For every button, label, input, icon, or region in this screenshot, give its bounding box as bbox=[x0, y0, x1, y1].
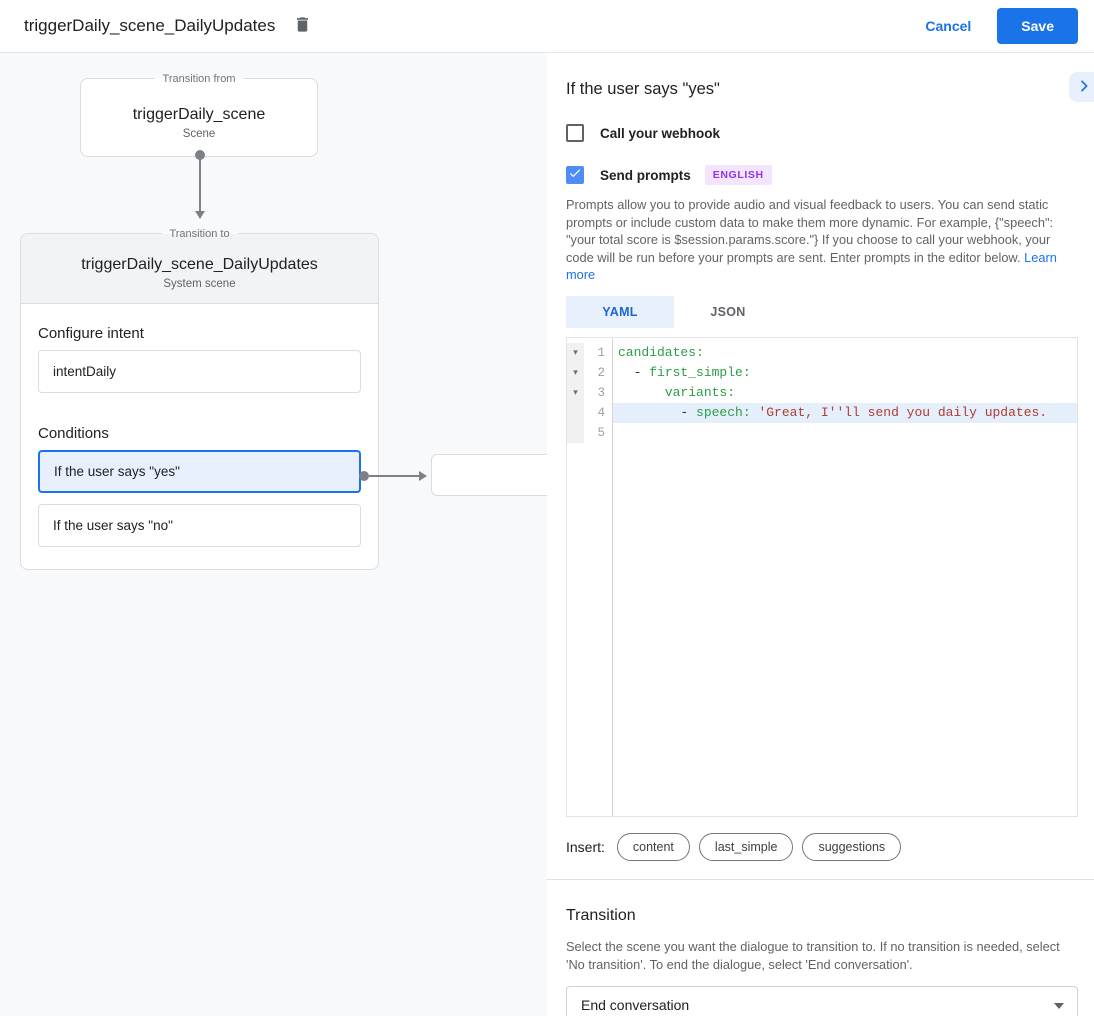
dropdown-caret-icon bbox=[1054, 1003, 1064, 1010]
to-scene-header[interactable]: triggerDaily_scene_DailyUpdates System s… bbox=[21, 234, 378, 304]
transition-title: Transition bbox=[566, 906, 636, 924]
collapse-panel-button[interactable] bbox=[1069, 72, 1094, 102]
code-line[interactable]: - speech: 'Great, I''ll send you daily u… bbox=[613, 402, 1077, 423]
gutter-cell: 5 bbox=[567, 422, 612, 443]
insert-label: Insert: bbox=[566, 838, 605, 855]
fold-arrow-icon bbox=[567, 422, 584, 443]
transition-description: Select the scene you want the dialogue t… bbox=[566, 938, 1060, 972]
editor-format-tabs: YAML JSON bbox=[566, 295, 1081, 328]
condition-item-yes[interactable]: If the user says "yes" bbox=[38, 450, 361, 493]
transition-from-node[interactable]: Transition from triggerDaily_scene Scene bbox=[80, 71, 318, 157]
code-line[interactable]: variants: bbox=[664, 384, 736, 400]
connector-line-horizontal bbox=[369, 475, 420, 477]
connector-line-vertical bbox=[199, 155, 201, 212]
delete-scene-button[interactable] bbox=[293, 15, 312, 37]
webhook-checkbox[interactable] bbox=[566, 124, 584, 142]
condition-label: If the user says "no" bbox=[53, 518, 173, 533]
fold-arrow-icon[interactable]: ▾ bbox=[567, 362, 584, 383]
webhook-checkbox-row: Call your webhook bbox=[566, 124, 1081, 142]
transition-from-legend: Transition from bbox=[154, 71, 244, 87]
section-divider bbox=[547, 878, 1094, 880]
intent-item[interactable]: intentDaily bbox=[38, 350, 361, 393]
to-scene-type: System scene bbox=[163, 277, 236, 290]
line-number: 3 bbox=[597, 385, 605, 400]
line-number: 4 bbox=[597, 405, 605, 420]
insert-chip-content[interactable]: content bbox=[616, 832, 690, 861]
cancel-button[interactable]: Cancel bbox=[925, 18, 972, 34]
trash-icon bbox=[293, 15, 312, 37]
transition-to-legend: Transition to bbox=[161, 226, 238, 242]
prompts-checkbox-row: Send prompts ENGLISH bbox=[566, 165, 1081, 185]
webhook-label: Call your webhook bbox=[600, 125, 721, 141]
line-number: 1 bbox=[597, 345, 605, 360]
line-number: 5 bbox=[597, 425, 605, 440]
from-scene-name: triggerDaily_scene bbox=[132, 105, 266, 123]
condition-editor-panel: If the user says "yes" Call your webhook… bbox=[547, 53, 1094, 1016]
tab-yaml[interactable]: YAML bbox=[566, 295, 674, 328]
gutter-cell: 4 bbox=[567, 402, 612, 423]
prompts-label: Send prompts bbox=[600, 167, 691, 183]
top-bar: triggerDaily_scene_DailyUpdates Cancel S… bbox=[0, 0, 1094, 53]
configure-intent-label: Configure intent bbox=[38, 325, 144, 342]
line-number: 2 bbox=[597, 365, 605, 380]
prompts-description: Prompts allow you to provide audio and v… bbox=[566, 197, 1057, 283]
scene-diagram-panel: Transition from triggerDaily_scene Scene… bbox=[0, 53, 547, 1016]
save-button[interactable]: Save bbox=[997, 8, 1078, 44]
conditions-label: Conditions bbox=[38, 425, 109, 442]
language-badge: ENGLISH bbox=[704, 165, 772, 185]
transition-dropdown-value: End conversation bbox=[581, 996, 690, 1013]
intent-name: intentDaily bbox=[53, 364, 117, 379]
learn-more-link[interactable]: Learn more bbox=[566, 249, 1057, 283]
page-title: triggerDaily_scene_DailyUpdates bbox=[24, 16, 276, 35]
transition-to-node: Transition to triggerDaily_scene_DailyUp… bbox=[20, 226, 379, 570]
to-scene-body: Configure intent intentDaily Conditions … bbox=[21, 325, 378, 547]
gutter-cell: ▾1 bbox=[567, 342, 612, 363]
insert-chip-last_simple[interactable]: last_simple bbox=[698, 832, 794, 861]
checkmark-icon bbox=[568, 166, 582, 185]
fold-arrow-icon bbox=[567, 402, 584, 423]
topbar-actions: Cancel Save bbox=[925, 8, 1078, 44]
fold-arrow-icon[interactable]: ▾ bbox=[567, 382, 584, 403]
transition-target-node[interactable] bbox=[431, 454, 547, 496]
chevron-right-icon bbox=[1076, 78, 1092, 97]
transition-dropdown[interactable]: End conversation bbox=[566, 986, 1078, 1016]
arrowhead-down-icon bbox=[195, 211, 205, 219]
connector-dot bbox=[359, 471, 369, 481]
arrowhead-right-icon bbox=[419, 471, 427, 481]
panel-title: If the user says "yes" bbox=[566, 80, 720, 98]
fold-arrow-icon[interactable]: ▾ bbox=[567, 342, 584, 363]
code-column[interactable]: candidates: - first_simple: variants: - … bbox=[613, 338, 1077, 816]
to-scene-name: triggerDaily_scene_DailyUpdates bbox=[81, 255, 318, 273]
gutter-cell: ▾3 bbox=[567, 382, 612, 403]
insert-row: Insert: content last_simple suggestions bbox=[566, 832, 1081, 861]
code-line[interactable]: candidates: bbox=[618, 344, 704, 360]
insert-chip-suggestions[interactable]: suggestions bbox=[802, 832, 902, 861]
tab-json[interactable]: JSON bbox=[674, 295, 782, 328]
prompts-checkbox[interactable] bbox=[566, 166, 584, 184]
insert-chips: content last_simple suggestions bbox=[616, 832, 902, 861]
code-line[interactable]: - first_simple: bbox=[633, 364, 751, 380]
from-scene-type: Scene bbox=[182, 127, 216, 140]
gutter-cell: ▾2 bbox=[567, 362, 612, 383]
condition-item-no[interactable]: If the user says "no" bbox=[38, 504, 361, 547]
code-line[interactable] bbox=[613, 423, 1077, 443]
condition-label: If the user says "yes" bbox=[54, 464, 180, 479]
